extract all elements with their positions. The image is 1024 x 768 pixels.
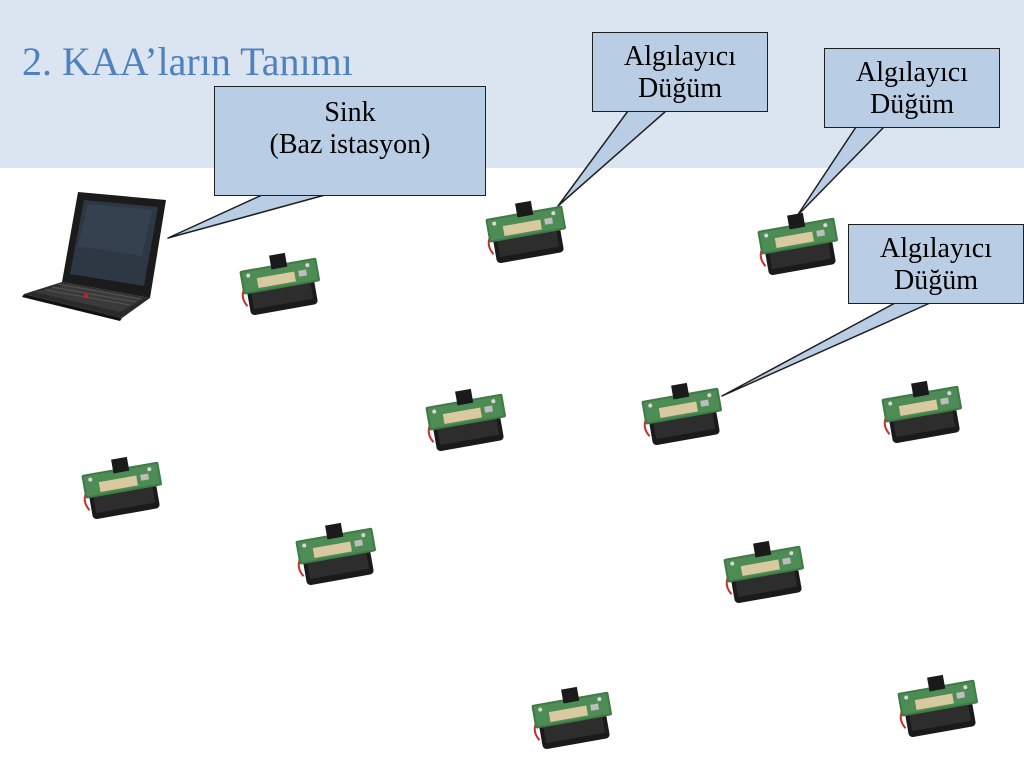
sensor-node-icon [485, 200, 566, 264]
sensor-callout-1-line1: Algılayıcı [624, 41, 736, 72]
sensor-node-icon [295, 522, 376, 586]
sensor-node-icon [723, 540, 804, 604]
sensor-node-icon [881, 380, 962, 444]
laptop-sink-icon [22, 192, 166, 321]
sensor-node-icon [531, 686, 612, 750]
sensor-callout-3-line2: Düğüm [894, 265, 978, 296]
sensor-node-icon [757, 212, 838, 276]
sensor-node-icon [425, 388, 506, 452]
sensor-callout-2-tail [796, 126, 885, 217]
sink-callout-tail [167, 194, 326, 239]
sensor-callout-3: Algılayıcı Düğüm [848, 224, 1024, 304]
sensor-callout-1-tail [557, 110, 667, 207]
sensor-node-icon [81, 456, 162, 520]
sensor-callout-1-line2: Düğüm [638, 73, 722, 104]
sink-callout-line1: Sink [324, 97, 376, 128]
sensor-callout-1: Algılayıcı Düğüm [592, 32, 768, 112]
sensor-callout-2-line1: Algılayıcı [856, 57, 968, 88]
sensor-node-icon [641, 382, 722, 446]
sensor-callout-2: Algılayıcı Düğüm [824, 48, 1000, 128]
sink-callout: Sink (Baz istasyon) [214, 86, 486, 196]
sensor-node-icon [897, 674, 978, 738]
sensor-callout-2-line2: Düğüm [870, 89, 954, 120]
slide-title: 2. KAA’ların Tanımı [22, 39, 353, 84]
sensor-callout-3-line1: Algılayıcı [880, 233, 992, 264]
sink-callout-line2: (Baz istasyon) [269, 129, 431, 160]
sensor-node-icon [239, 252, 320, 316]
